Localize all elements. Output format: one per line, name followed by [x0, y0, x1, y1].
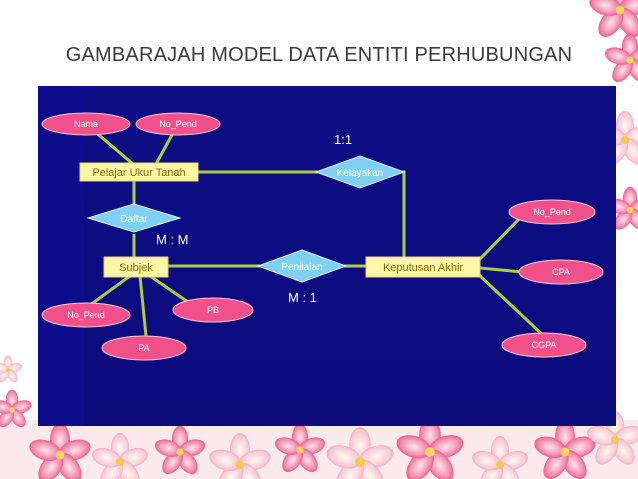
- line-keputusan-cgpa: [476, 272, 548, 340]
- line-subjek-pa: [138, 275, 148, 337]
- attribute-no-pend-subjek-label: No_Pend: [67, 310, 105, 320]
- attribute-no-pend-pelajar: No_Pend: [135, 112, 221, 136]
- attribute-nama-label: Nama: [74, 119, 98, 129]
- slide-title: GAMBARAJAH MODEL DATA ENTITI PERHUBUNGAN: [65, 44, 573, 66]
- line-subjek-pb: [149, 274, 189, 304]
- cardinality-penilaian: M : 1: [288, 290, 317, 305]
- entity-subjek-label: Subjek: [119, 262, 153, 274]
- line-kelayakan-keputusan: [402, 170, 406, 266]
- relationship-daftar: Daftar: [86, 203, 182, 233]
- entity-pelajar-ukur-tanah-label: Pelajar Ukur Tanah: [92, 167, 185, 179]
- relationship-kelayakan: Kelayakan: [314, 155, 406, 189]
- entity-keputusan-akhir-label: Keputusan Akhir: [383, 262, 463, 274]
- attribute-pb-label: PB: [207, 305, 219, 315]
- attribute-cpa-label: CPA: [552, 267, 570, 277]
- line-keputusan-cpa: [479, 266, 523, 274]
- attribute-pa: PA: [101, 335, 187, 361]
- cardinality-daftar: M : M: [156, 232, 189, 247]
- line-keputusan-nopend: [476, 212, 526, 263]
- er-diagram: 1:1 M : M M : 1 Nama No_Pend No_Pend PA …: [38, 86, 604, 426]
- relationship-penilaian: Penilaian: [256, 249, 348, 283]
- attribute-pa-label: PA: [138, 343, 149, 353]
- attribute-cgpa-label: CGPA: [532, 340, 557, 350]
- attribute-cpa: CPA: [518, 259, 604, 285]
- attribute-no-pend-pelajar-label: No_Pend: [159, 119, 197, 129]
- attribute-nama: Nama: [41, 112, 131, 136]
- connector-lines: [85, 122, 548, 340]
- entity-keputusan-akhir: Keputusan Akhir: [365, 256, 481, 278]
- attribute-no-pend-subjek: No_Pend: [41, 302, 131, 328]
- relationship-daftar-label: Daftar: [120, 214, 148, 225]
- relationship-kelayakan-label: Kelayakan: [337, 168, 384, 179]
- entity-subjek: Subjek: [103, 256, 169, 278]
- relationship-penilaian-label: Penilaian: [281, 262, 322, 273]
- attribute-no-pend-keputusan: No_Pend: [508, 199, 596, 225]
- attribute-pb: PB: [172, 297, 254, 323]
- entity-pelajar-ukur-tanah: Pelajar Ukur Tanah: [79, 162, 199, 182]
- cardinality-kelayakan: 1:1: [334, 132, 352, 147]
- attribute-no-pend-keputusan-label: No_Pend: [533, 207, 571, 217]
- attribute-cgpa: CGPA: [501, 332, 587, 358]
- panel-left-strip: [38, 86, 84, 426]
